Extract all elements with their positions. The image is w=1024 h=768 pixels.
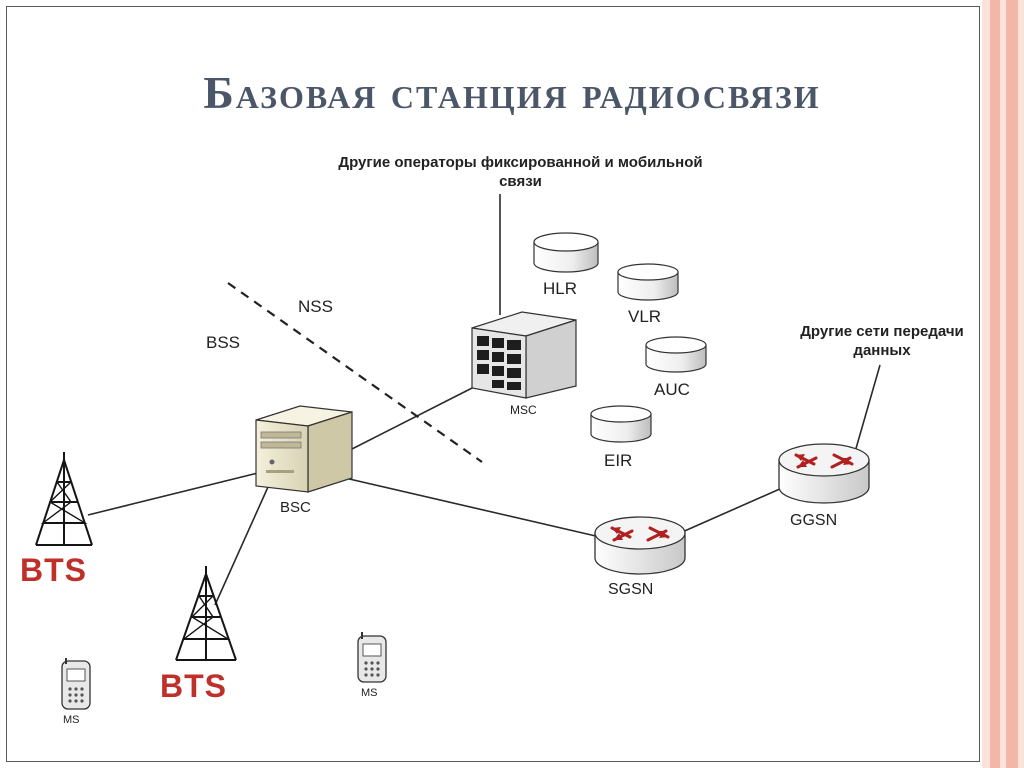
decor-stripe: [982, 0, 990, 768]
ggsn-label: GGSN: [790, 512, 838, 529]
eir-database-icon: [590, 405, 652, 443]
decor-stripe: [1000, 0, 1006, 768]
auc-database-icon: [645, 336, 707, 373]
link-bts1-bsc: [87, 471, 263, 516]
bsc-server-icon: [255, 405, 353, 493]
bss-label: BSS: [206, 333, 241, 352]
link-ggsn-others: [854, 364, 881, 453]
vlr-database-icon: [617, 263, 679, 301]
decor-stripe: [990, 0, 1000, 768]
eir-label: EIR: [604, 451, 633, 470]
link-bsc-sgsn: [344, 477, 601, 538]
other-operators-label: Другие операторы фиксированной и мобильн…: [338, 154, 703, 190]
auc-label: AUC: [654, 380, 690, 399]
other-data-networks-label: Другие сети передачи данных: [800, 323, 964, 359]
nss-label: NSS: [298, 297, 333, 316]
msc-switch-icon: [471, 311, 577, 399]
mobile-phone-icon: [61, 658, 91, 710]
bts-tower-icon: [175, 566, 237, 661]
link-sgsn-ggsn: [679, 487, 783, 534]
bts-tower-icon: [35, 452, 93, 546]
nss-bss-boundary: [227, 282, 483, 463]
sgsn-label: SGSN: [608, 581, 654, 598]
vlr-label: VLR: [628, 307, 662, 326]
decor-stripe: [1018, 0, 1024, 768]
ms-label: MS: [63, 714, 80, 726]
msc-label: MSC: [510, 403, 537, 417]
bts-label: BTS: [160, 668, 227, 704]
bsc-label: BSC: [280, 499, 311, 516]
decor-stripe: [1006, 0, 1018, 768]
ggsn-router-icon: [778, 443, 870, 504]
link-bsc-msc: [349, 384, 479, 451]
hlr-database-icon: [533, 232, 599, 273]
hlr-label: HLR: [543, 279, 578, 298]
sgsn-router-icon: [594, 516, 686, 575]
bts-label: BTS: [20, 552, 87, 588]
ms-label: MS: [361, 687, 378, 699]
slide-title: Базовая станция радиосвязи: [203, 67, 821, 118]
link-bts2-bsc: [214, 486, 269, 606]
mobile-phone-icon: [357, 632, 387, 683]
